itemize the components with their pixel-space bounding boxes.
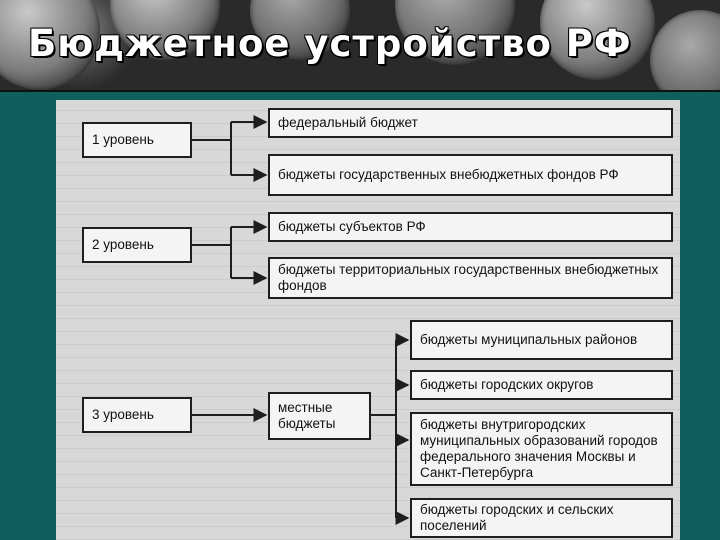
- level-3-label: 3 уровень: [92, 407, 154, 422]
- territorial-funds-label: бюджеты территориальных государственных …: [278, 262, 659, 293]
- level-1-box: 1 уровень: [82, 122, 192, 158]
- settlements-label: бюджеты городских и сельских поселений: [420, 502, 614, 533]
- header-banner: Бюджетное устройство РФ: [0, 0, 720, 92]
- level-2-box: 2 уровень: [82, 227, 192, 263]
- local-budget-box: местные бюджеты: [268, 392, 371, 440]
- local-budget-label: местные бюджеты: [278, 400, 336, 431]
- territorial-funds-box: бюджеты территориальных государственных …: [268, 257, 673, 299]
- state-funds-label: бюджеты государственных внебюджетных фон…: [278, 167, 619, 182]
- city-districts-box: бюджеты городских округов: [410, 370, 673, 400]
- header-divider: [0, 90, 720, 92]
- connector-lines: [192, 115, 410, 525]
- settlements-box: бюджеты городских и сельских поселений: [410, 498, 673, 538]
- subjects-budget-box: бюджеты субъектов РФ: [268, 212, 673, 242]
- city-districts-label: бюджеты городских округов: [420, 377, 594, 392]
- budget-structure-diagram: 1 уровень 2 уровень 3 уровень федеральны…: [56, 100, 680, 540]
- state-funds-box: бюджеты государственных внебюджетных фон…: [268, 154, 673, 196]
- intracity-label: бюджеты внутригородских муниципальных об…: [420, 417, 658, 480]
- intracity-box: бюджеты внутригородских муниципальных об…: [410, 412, 673, 486]
- level-2-label: 2 уровень: [92, 237, 154, 252]
- municipal-districts-label: бюджеты муниципальных районов: [420, 332, 638, 347]
- coin-image: [650, 10, 720, 92]
- page-title: Бюджетное устройство РФ: [28, 22, 632, 65]
- municipal-districts-box: бюджеты муниципальных районов: [410, 320, 673, 360]
- level-1-label: 1 уровень: [92, 132, 154, 147]
- level-3-box: 3 уровень: [82, 397, 192, 433]
- subjects-budget-label: бюджеты субъектов РФ: [278, 219, 426, 234]
- federal-budget-box: федеральный бюджет: [268, 108, 673, 138]
- federal-budget-label: федеральный бюджет: [278, 115, 418, 130]
